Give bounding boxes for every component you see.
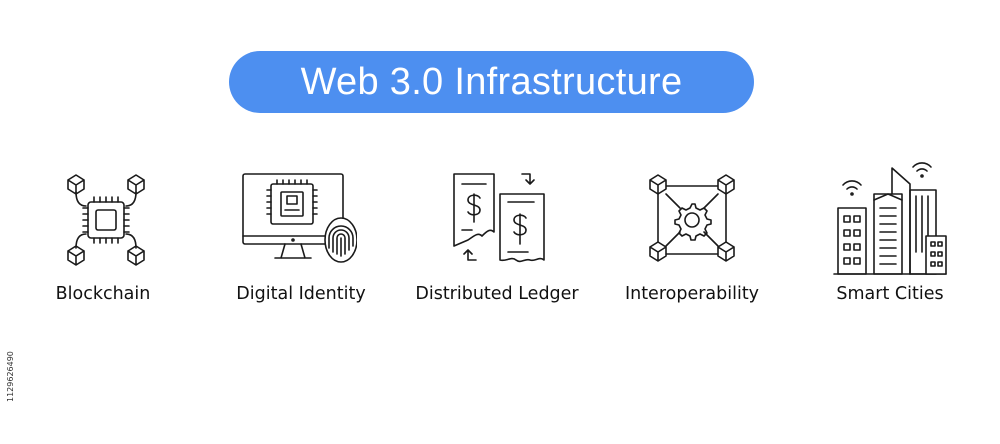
label-smart-cities: Smart Cities [836,284,944,304]
page-title: Web 3.0 Infrastructure [300,60,683,103]
blockchain-icon [46,160,166,280]
label-interoperability: Interoperability [624,284,760,304]
smart-cities-icon [830,160,950,280]
digital-identity-icon [237,160,357,280]
interoperability-icon [632,160,752,280]
label-blockchain: Blockchain [55,284,151,304]
distributed-ledger-icon [440,160,560,280]
title-banner: Web 3.0 Infrastructure [229,51,754,113]
label-distributed-ledger: Distributed Ledger [415,284,579,304]
label-digital-identity: Digital Identity [236,284,366,304]
image-id-text: 1129626490 [6,351,15,402]
